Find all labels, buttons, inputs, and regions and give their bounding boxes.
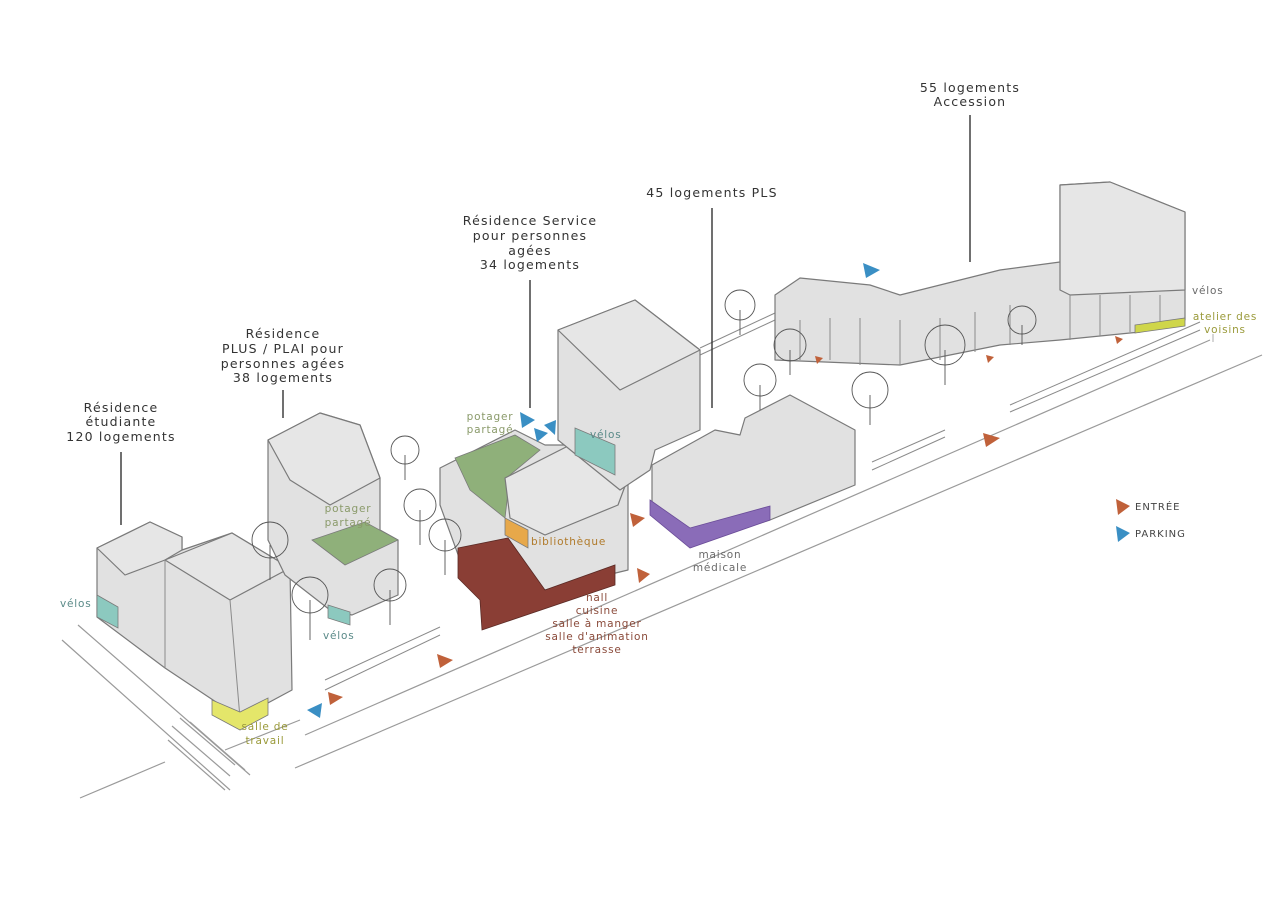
label-potager-2-l1: potager bbox=[325, 503, 372, 515]
leader-lines bbox=[120, 115, 1214, 525]
building-residence-service bbox=[439, 429, 629, 631]
velos-zone-3 bbox=[574, 427, 616, 476]
hall-zone bbox=[457, 537, 616, 631]
label-service-l4: 34 logements bbox=[480, 257, 580, 272]
label-atelier-l1: atelier des bbox=[1193, 311, 1257, 323]
label-plus-plai-l4: 38 logements bbox=[233, 370, 333, 385]
fences bbox=[324, 312, 1201, 691]
label-atelier-l2: voisins bbox=[1204, 324, 1246, 336]
label-residence-etudiante-l1: Résidence bbox=[84, 400, 159, 415]
tree-8 bbox=[743, 363, 777, 410]
entry-triangle bbox=[437, 654, 453, 668]
label-salle-travail-l1: salle de bbox=[241, 721, 288, 733]
label-accession-l2: Accession bbox=[934, 94, 1007, 109]
building-logements-pls bbox=[649, 394, 856, 549]
label-service-l2: pour personnes bbox=[473, 228, 587, 243]
parking-triangle bbox=[544, 420, 556, 435]
entry-markers bbox=[328, 336, 1123, 705]
legend-parking-swatch bbox=[1116, 526, 1130, 542]
parking-triangle bbox=[863, 263, 880, 278]
label-logements-accession: 55 logements Accession bbox=[920, 80, 1020, 109]
entry-triangle bbox=[637, 568, 650, 583]
parking-triangle bbox=[520, 412, 535, 428]
label-hall-l4: salle d'animation bbox=[545, 631, 648, 643]
roads bbox=[61, 339, 1263, 799]
tree-6 bbox=[428, 518, 462, 575]
legend-entree-swatch bbox=[1116, 499, 1130, 515]
tree-5 bbox=[403, 488, 437, 545]
label-residence-service: Résidence Service pour personnes agées 3… bbox=[463, 213, 597, 272]
label-service-l1: Résidence Service bbox=[463, 213, 597, 228]
atelier-zone bbox=[1134, 317, 1186, 334]
label-velos-2: vélos bbox=[323, 630, 355, 642]
label-residence-etudiante-l3: 120 logements bbox=[66, 429, 175, 444]
label-salle-travail-l2: travail bbox=[246, 735, 285, 747]
legend-parking-label: PARKING bbox=[1135, 529, 1186, 540]
tree-1 bbox=[390, 435, 420, 480]
tree-12 bbox=[1007, 305, 1037, 345]
parking-triangle bbox=[307, 703, 322, 718]
label-pls-l1: 45 logements PLS bbox=[646, 185, 777, 200]
trees bbox=[251, 289, 1037, 640]
entry-triangle bbox=[1115, 336, 1123, 344]
label-maison-medicale-l1: maison bbox=[699, 549, 742, 561]
building-tall-center bbox=[557, 299, 701, 491]
maison-medicale-zone bbox=[649, 499, 771, 549]
tree-9 bbox=[773, 328, 807, 375]
entry-triangle bbox=[986, 355, 994, 363]
label-accession-l1: 55 logements bbox=[920, 80, 1020, 95]
label-logements-pls: 45 logements PLS bbox=[646, 185, 777, 200]
tree-4 bbox=[373, 568, 407, 625]
tree-3 bbox=[291, 576, 329, 640]
salle-travail-zone bbox=[211, 697, 269, 731]
building-residence-plus-plai bbox=[267, 412, 399, 626]
label-hall-l5: terrasse bbox=[572, 644, 621, 656]
label-velos-1: vélos bbox=[60, 598, 92, 610]
label-maison-medicale-l2: médicale bbox=[693, 562, 747, 574]
tree-2 bbox=[251, 521, 289, 580]
label-plus-plai-l2: PLUS / PLAI pour bbox=[222, 341, 344, 356]
building-residence-etudiante bbox=[96, 521, 293, 731]
velos-zone-2 bbox=[327, 604, 351, 626]
parking-markers bbox=[307, 263, 880, 718]
entry-triangle bbox=[328, 692, 343, 705]
label-residence-plus-plai: Résidence PLUS / PLAI pour personnes agé… bbox=[221, 326, 345, 385]
tree-11 bbox=[924, 324, 966, 385]
entry-triangle bbox=[983, 433, 1000, 447]
building-logements-accession bbox=[774, 181, 1186, 366]
tree-10 bbox=[851, 371, 889, 425]
entry-triangle bbox=[630, 513, 645, 527]
label-bibliotheque: bibliothèque bbox=[531, 536, 606, 548]
label-velos-4: vélos bbox=[1192, 285, 1224, 297]
legend: ENTRÉE PARKING bbox=[1116, 499, 1186, 542]
label-hall-group: hall cuisine salle à manger salle d'anim… bbox=[545, 592, 648, 656]
velos-zone-1 bbox=[96, 594, 119, 629]
tree-7 bbox=[724, 289, 756, 335]
label-plus-plai-l1: Résidence bbox=[246, 326, 321, 341]
label-plus-plai-l3: personnes agées bbox=[221, 356, 345, 371]
potager-zone-2 bbox=[311, 521, 399, 566]
label-residence-etudiante-l2: étudiante bbox=[86, 414, 157, 429]
label-potager-1-l2: partagé bbox=[467, 424, 514, 436]
label-hall-l3: salle à manger bbox=[552, 618, 641, 630]
label-service-l3: agées bbox=[508, 243, 552, 258]
label-velos-3: vélos bbox=[590, 429, 622, 441]
label-hall-l1: hall bbox=[586, 592, 608, 604]
label-residence-etudiante: Résidence étudiante 120 logements bbox=[66, 400, 175, 444]
label-potager-2-l2: partagé bbox=[325, 517, 372, 529]
label-potager-1-l1: potager bbox=[467, 411, 514, 423]
bibliotheque-zone bbox=[504, 517, 529, 549]
legend-entree-label: ENTRÉE bbox=[1135, 500, 1181, 513]
parking-triangle bbox=[534, 428, 548, 442]
label-hall-l2: cuisine bbox=[576, 605, 618, 617]
entry-triangle bbox=[815, 356, 823, 364]
